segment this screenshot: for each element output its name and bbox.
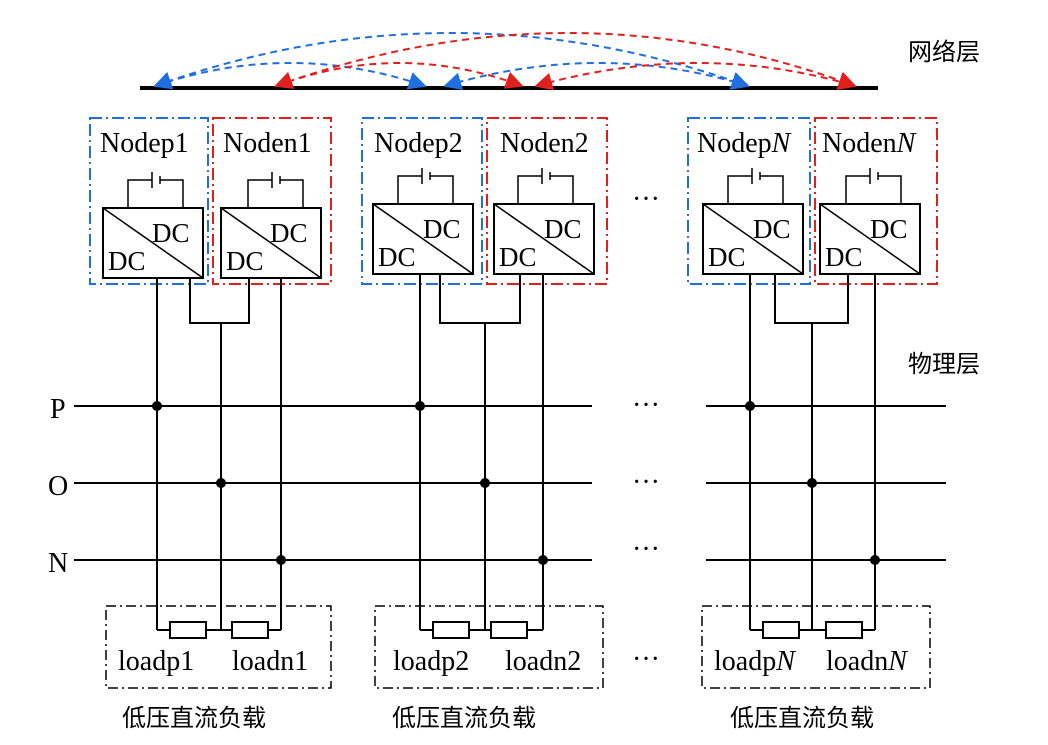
red-communication-arcs [274, 32, 857, 91]
loadn2-label: loadn2 [505, 646, 581, 677]
junction-dot [415, 401, 425, 411]
node-group-1: Nodep1 Noden1 DC DC DC DC loadp1 [89, 117, 332, 732]
converter-n2: DC DC [493, 168, 595, 275]
ellipsis-nodes: ··· [632, 184, 660, 215]
arc-red-1-N [274, 32, 857, 89]
loadn1-label: loadn1 [232, 646, 308, 677]
nodepN-boundary [687, 117, 811, 285]
bus-label-O: O [48, 471, 68, 502]
loadp2-resistor [432, 621, 470, 639]
loadp1-resistor [169, 621, 207, 639]
nodep1-label: Nodep1 [100, 128, 189, 159]
junction-dot [745, 401, 755, 411]
junction-dot [870, 555, 880, 565]
arc-blue-2-N [443, 62, 750, 91]
loadn1-resistor [231, 621, 269, 639]
dc-label: DC [825, 242, 863, 272]
loadnN-label: loadnN [826, 646, 908, 677]
nodenN-boundary [814, 117, 938, 285]
noden2-label: Noden2 [500, 128, 589, 159]
arc-blue-1-N [153, 32, 750, 90]
bus-label-P: P [50, 394, 66, 425]
nodepN-label: NodepN [697, 128, 792, 159]
junction-dot [480, 478, 490, 488]
physical-layer-label: 物理层 [908, 350, 980, 378]
ellipsis-bus-N: ··· [632, 534, 660, 565]
converter-p1: DC DC [102, 172, 204, 279]
junction-dot [152, 401, 162, 411]
bus-label-N: N [48, 548, 68, 579]
noden1-boundary [212, 117, 332, 285]
loadn2-resistor [490, 621, 528, 639]
dc-label: DC [378, 242, 416, 272]
node-group-N: NodepN NodenN DC DC DC DC loadpN loadnN … [687, 117, 938, 732]
loadp2-label: loadp2 [393, 646, 469, 677]
load-group-2-caption: 低压直流负载 [392, 704, 536, 732]
loadnN-resistor [825, 621, 863, 639]
noden1-label: Noden1 [223, 128, 312, 159]
wiring-2 [419, 274, 544, 631]
ellipsis-loads: ··· [632, 644, 660, 675]
dc-label: DC [152, 218, 190, 248]
junction-dot [216, 478, 226, 488]
ellipsis-bus-P: ··· [632, 390, 660, 421]
nodenN-label: NodenN [822, 128, 917, 159]
arc-red-2-N [534, 62, 857, 91]
ellipsis-markers: ··· ··· ··· ··· ··· [632, 184, 660, 675]
arc-blue-1-2 [153, 62, 427, 90]
noden2-boundary [486, 117, 608, 285]
network-layer: 网络层 [140, 32, 980, 91]
dc-label: DC [423, 214, 461, 244]
loadp1-label: loadp1 [118, 646, 194, 677]
load-group-2-boundary [374, 605, 604, 689]
converter-nN: DC DC [819, 168, 921, 275]
physical-layer: 物理层 P O N [48, 350, 980, 579]
load-group-N-boundary [701, 605, 931, 689]
dc-label: DC [270, 218, 308, 248]
dc-label: DC [708, 242, 746, 272]
junction-dot [807, 478, 817, 488]
load-group-N-caption: 低压直流负载 [730, 704, 874, 732]
converter-n1: DC DC [220, 172, 322, 279]
dc-label: DC [226, 246, 264, 276]
dc-label: DC [108, 246, 146, 276]
nodep2-label: Nodep2 [374, 128, 463, 159]
wiring-1 [156, 278, 282, 631]
node-group-2: Nodep2 Noden2 DC DC DC DC loadp2 loadn2 … [361, 117, 608, 732]
converter-p2: DC DC [372, 168, 474, 275]
dc-label: DC [499, 242, 537, 272]
ellipsis-bus-O: ··· [632, 467, 660, 498]
junction-dot [538, 555, 548, 565]
converter-pN: DC DC [702, 168, 804, 275]
network-layer-label: 网络层 [908, 38, 980, 66]
dc-label: DC [870, 214, 908, 244]
nodep1-boundary [89, 117, 209, 285]
dc-label: DC [544, 214, 582, 244]
wiring-N [749, 274, 876, 631]
dc-label: DC [753, 214, 791, 244]
loadpN-label: loadpN [714, 646, 796, 677]
nodep2-boundary [361, 117, 483, 285]
loadpN-resistor [762, 621, 800, 639]
load-group-1-boundary [105, 605, 332, 689]
load-group-1-caption: 低压直流负载 [122, 704, 266, 732]
junction-dot [276, 555, 286, 565]
